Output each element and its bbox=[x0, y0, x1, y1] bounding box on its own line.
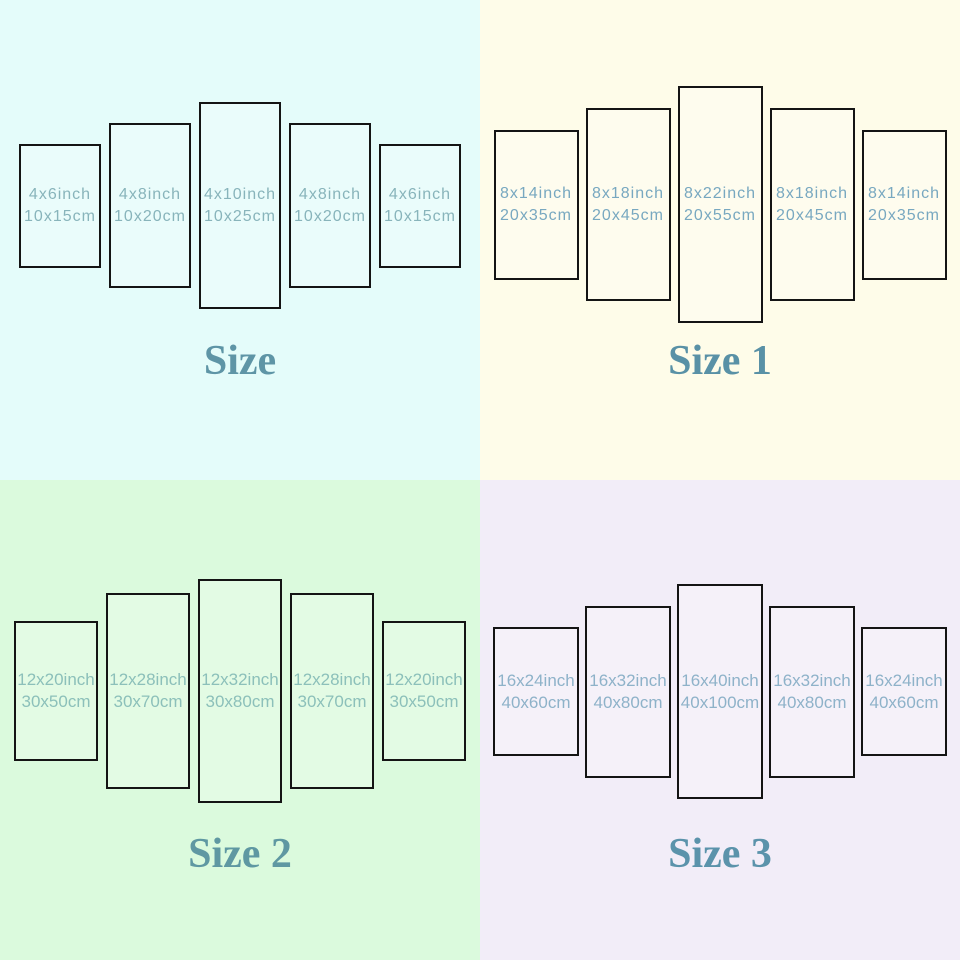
panel-row: 16x24inch 40x60cm 16x32inch 40x80cm 16x4… bbox=[480, 584, 960, 799]
panel-inch-label: 4x6inch bbox=[28, 185, 92, 203]
panel-inch-label: 16x24inch bbox=[865, 670, 943, 690]
panel-inch-label: 12x32inch bbox=[201, 670, 279, 689]
canvas-panel: 8x22inch 20x55cm bbox=[677, 86, 763, 323]
panel-inch-label: 16x32inch bbox=[773, 670, 851, 690]
panel-cm-label: 40x80cm bbox=[593, 692, 663, 712]
panel-cm-label: 20x35cm bbox=[868, 206, 940, 224]
canvas-panel: 8x18inch 20x45cm bbox=[585, 108, 671, 301]
panel-cm-label: 30x70cm bbox=[113, 692, 183, 711]
quadrant-size-3: 16x24inch 40x60cm 16x32inch 40x80cm 16x4… bbox=[480, 480, 960, 960]
canvas-panel: 4x10inch 10x25cm bbox=[199, 102, 281, 309]
canvas-panel: 4x6inch 10x15cm bbox=[379, 143, 461, 268]
panel-cm-label: 10x15cm bbox=[384, 207, 456, 225]
panel-cm-label: 40x80cm bbox=[777, 692, 847, 712]
panel-inch-label: 16x32inch bbox=[589, 670, 667, 690]
panel-cm-label: 30x80cm bbox=[205, 692, 275, 711]
panel-row: 4x6inch 10x15cm 4x8inch 10x20cm 4x10inch… bbox=[0, 102, 480, 309]
panel-cm-label: 10x25cm bbox=[204, 207, 276, 225]
canvas-panel: 8x14inch 20x35cm bbox=[861, 129, 947, 280]
panel-cm-label: 20x45cm bbox=[776, 206, 848, 224]
canvas-panel: 16x32inch 40x80cm bbox=[769, 605, 855, 778]
panel-cm-label: 40x60cm bbox=[501, 692, 571, 712]
panel-inch-label: 8x18inch bbox=[591, 184, 665, 202]
quadrant-title: Size 1 bbox=[668, 338, 772, 384]
canvas-panel: 12x32inch 30x80cm bbox=[198, 579, 282, 803]
panel-cm-label: 40x60cm bbox=[869, 692, 939, 712]
quadrant-size-2: 12x20inch 30x50cm 12x28inch 30x70cm 12x3… bbox=[0, 480, 480, 960]
panel-inch-label: 4x6inch bbox=[388, 185, 452, 203]
panel-cm-label: 10x15cm bbox=[24, 207, 96, 225]
canvas-panel: 4x6inch 10x15cm bbox=[19, 143, 101, 268]
panel-row: 8x14inch 20x35cm 8x18inch 20x45cm 8x22in… bbox=[480, 86, 960, 323]
panel-cm-label: 30x70cm bbox=[297, 692, 367, 711]
panel-inch-label: 12x28inch bbox=[293, 670, 371, 689]
canvas-panel: 12x28inch 30x70cm bbox=[290, 593, 374, 789]
panel-inch-label: 8x18inch bbox=[775, 184, 849, 202]
panel-inch-label: 12x28inch bbox=[109, 670, 187, 689]
panel-inch-label: 4x10inch bbox=[203, 185, 277, 203]
panel-cm-label: 10x20cm bbox=[114, 207, 186, 225]
panel-cm-label: 30x50cm bbox=[21, 692, 91, 711]
quadrant-title: Size 3 bbox=[668, 831, 772, 877]
panel-cm-label: 10x20cm bbox=[294, 207, 366, 225]
panel-cm-label: 30x50cm bbox=[389, 692, 459, 711]
panel-cm-label: 20x35cm bbox=[500, 206, 572, 224]
canvas-panel: 12x20inch 30x50cm bbox=[382, 621, 466, 761]
quadrant-size-1: 8x14inch 20x35cm 8x18inch 20x45cm 8x22in… bbox=[480, 0, 960, 480]
panel-cm-label: 20x45cm bbox=[592, 206, 664, 224]
quadrant-size: 4x6inch 10x15cm 4x8inch 10x20cm 4x10inch… bbox=[0, 0, 480, 480]
canvas-panel: 12x20inch 30x50cm bbox=[14, 621, 98, 761]
canvas-panel: 4x8inch 10x20cm bbox=[109, 123, 191, 288]
panel-inch-label: 8x14inch bbox=[499, 184, 573, 202]
panel-inch-label: 12x20inch bbox=[385, 670, 463, 689]
panel-cm-label: 40x100cm bbox=[680, 692, 760, 712]
canvas-panel: 16x32inch 40x80cm bbox=[585, 605, 671, 778]
panel-inch-label: 8x22inch bbox=[683, 184, 757, 202]
canvas-panel: 16x24inch 40x60cm bbox=[861, 627, 947, 756]
canvas-panel: 16x40inch 40x100cm bbox=[677, 584, 763, 799]
canvas-panel: 8x14inch 20x35cm bbox=[493, 129, 579, 280]
canvas-panel: 8x18inch 20x45cm bbox=[769, 108, 855, 301]
panel-inch-label: 4x8inch bbox=[118, 185, 182, 203]
panel-inch-label: 16x24inch bbox=[497, 670, 575, 690]
panel-inch-label: 12x20inch bbox=[17, 670, 95, 689]
canvas-panel: 12x28inch 30x70cm bbox=[106, 593, 190, 789]
quadrant-title: Size 2 bbox=[188, 831, 292, 877]
panel-cm-label: 20x55cm bbox=[684, 206, 756, 224]
canvas-panel: 16x24inch 40x60cm bbox=[493, 627, 579, 756]
quadrant-title: Size bbox=[203, 338, 277, 384]
panel-inch-label: 4x8inch bbox=[298, 185, 362, 203]
panel-inch-label: 16x40inch bbox=[681, 670, 759, 690]
panel-inch-label: 8x14inch bbox=[867, 184, 941, 202]
canvas-panel: 4x8inch 10x20cm bbox=[289, 123, 371, 288]
panel-row: 12x20inch 30x50cm 12x28inch 30x70cm 12x3… bbox=[0, 579, 480, 803]
